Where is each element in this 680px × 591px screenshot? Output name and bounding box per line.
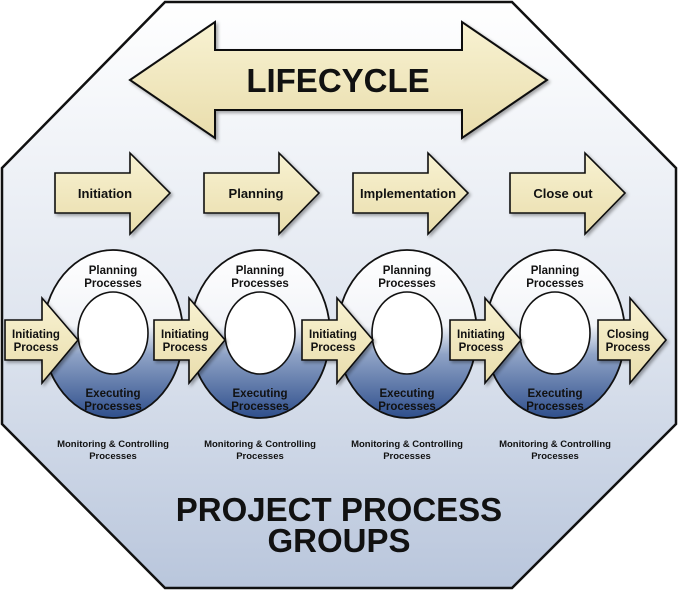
monitoring-label: Processes bbox=[383, 451, 431, 462]
phase-arrow-planning: Planning bbox=[203, 151, 321, 236]
phase-label-planning: Planning bbox=[229, 186, 284, 201]
cycle-bottom-label: Executing bbox=[233, 388, 288, 400]
initiating-label: Initiating bbox=[457, 329, 505, 341]
monitoring-label: Monitoring & Controlling bbox=[499, 439, 611, 450]
cycle-top-label: Planning bbox=[383, 265, 432, 277]
cycle-hole bbox=[77, 291, 149, 375]
process-cycle-1: Planning Processes Executing Processes M… bbox=[42, 249, 184, 462]
cycle-bottom-label: Executing bbox=[380, 388, 435, 400]
lifecycle-double-arrow bbox=[128, 20, 549, 140]
closing-arrow: Closing Process bbox=[597, 295, 668, 386]
cycle-bottom-label: Processes bbox=[231, 401, 289, 413]
cycle-top-label: Planning bbox=[236, 265, 285, 277]
phase-label-implementation: Implementation bbox=[360, 186, 456, 201]
initiating-arrow-4: Initiating Process bbox=[449, 295, 523, 386]
cycle-top-label: Processes bbox=[378, 278, 436, 290]
monitoring-label: Monitoring & Controlling bbox=[204, 439, 316, 450]
cycle-bottom-label: Processes bbox=[526, 401, 584, 413]
lifecycle-label: LIFECYCLE bbox=[246, 62, 429, 99]
cycle-hole bbox=[371, 291, 443, 375]
process-cycle-4: Planning Processes Executing Processes M… bbox=[484, 249, 626, 462]
cycle-top-label: Planning bbox=[531, 265, 580, 277]
initiating-arrow-2: Initiating Process bbox=[153, 295, 227, 386]
cycle-hole bbox=[224, 291, 296, 375]
phase-arrow-initiation: Initiation bbox=[54, 151, 172, 236]
initiating-label: Initiating bbox=[309, 329, 357, 341]
cycle-bottom-label: Executing bbox=[528, 388, 583, 400]
initiating-label: Process bbox=[14, 342, 59, 354]
monitoring-label: Monitoring & Controlling bbox=[351, 439, 463, 450]
closing-label: Process bbox=[606, 342, 651, 354]
cycle-bottom-label: Processes bbox=[378, 401, 436, 413]
process-cycle-2: Planning Processes Executing Processes M… bbox=[189, 249, 331, 462]
cycle-hole bbox=[519, 291, 591, 375]
cycle-bottom-label: Executing bbox=[86, 388, 141, 400]
phase-label-initiation: Initiation bbox=[78, 186, 132, 201]
cycle-top-label: Processes bbox=[231, 278, 289, 290]
initiating-arrow-3: Initiating Process bbox=[301, 295, 375, 386]
phase-arrow-implementation: Implementation bbox=[352, 151, 470, 236]
closing-label: Closing bbox=[607, 329, 649, 341]
cycle-bottom-label: Processes bbox=[84, 401, 142, 413]
process-cycle-3: Planning Processes Executing Processes M… bbox=[336, 249, 478, 462]
cycle-top-label: Processes bbox=[526, 278, 584, 290]
initiating-label: Process bbox=[459, 342, 504, 354]
initiating-label: Process bbox=[163, 342, 208, 354]
monitoring-label: Monitoring & Controlling bbox=[57, 439, 169, 450]
monitoring-label: Processes bbox=[89, 451, 137, 462]
cycle-top-label: Processes bbox=[84, 278, 142, 290]
cycle-top-label: Planning bbox=[89, 265, 138, 277]
monitoring-label: Processes bbox=[236, 451, 284, 462]
footer-title-line2: GROUPS bbox=[267, 522, 410, 559]
phase-arrow-close-out: Close out bbox=[509, 151, 627, 236]
monitoring-label: Processes bbox=[531, 451, 579, 462]
footer-title-line1: PROJECT PROCESS bbox=[176, 491, 502, 528]
phase-label-close-out: Close out bbox=[533, 186, 593, 201]
initiating-label: Initiating bbox=[12, 329, 60, 341]
initiating-label: Process bbox=[311, 342, 356, 354]
initiating-arrow-1: Initiating Process bbox=[4, 295, 80, 386]
initiating-label: Initiating bbox=[161, 329, 209, 341]
